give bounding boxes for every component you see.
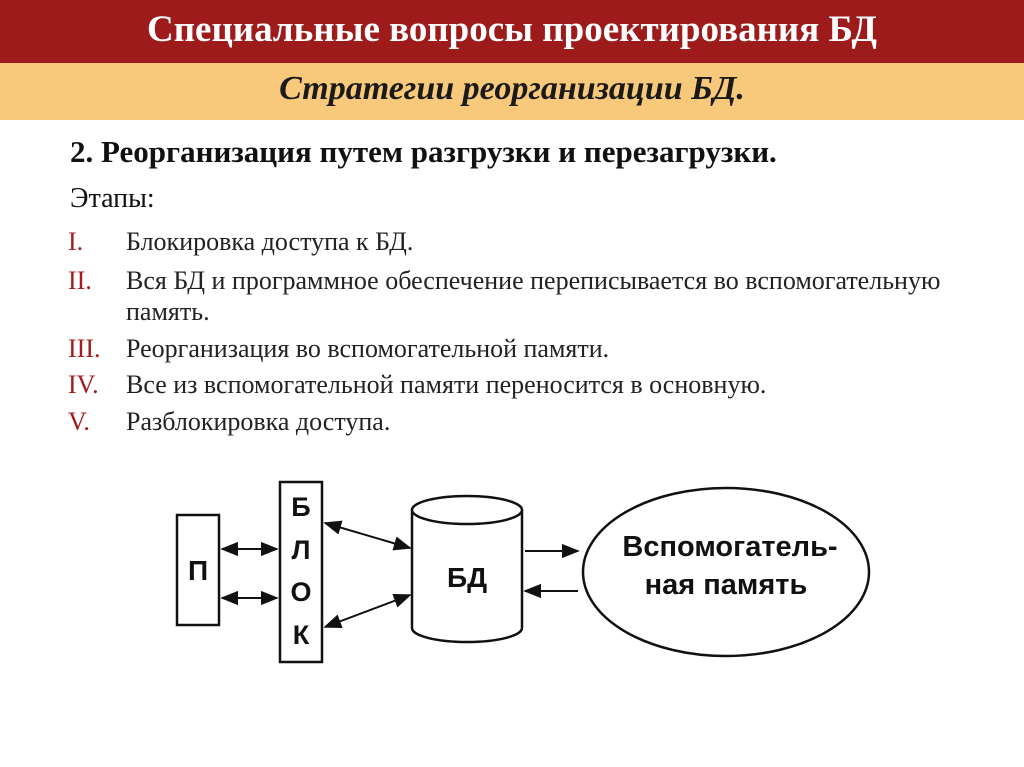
step-number: III. bbox=[68, 334, 101, 363]
step-number: II. bbox=[68, 266, 92, 295]
aux-memory-ellipse bbox=[581, 486, 871, 658]
title-band bbox=[0, 0, 1024, 63]
block-letter: Л bbox=[292, 535, 311, 565]
p-label: П bbox=[188, 555, 208, 586]
slide-subtitle: Стратегии реорганизации БД. bbox=[279, 70, 745, 107]
step-text: Разблокировка доступа. bbox=[126, 407, 391, 436]
block-letter: Б bbox=[291, 492, 310, 522]
db-label: БД bbox=[447, 562, 487, 593]
block-letter: К bbox=[293, 620, 310, 650]
step-number: I. bbox=[68, 227, 84, 256]
step-item: III. Реорганизация во вспомогательной па… bbox=[68, 333, 968, 364]
p-box bbox=[175, 513, 221, 627]
step-item: IV. Все из вспомогательной памяти перено… bbox=[68, 369, 968, 400]
subtitle-band bbox=[0, 63, 1024, 120]
step-text: Все из вспомогательной памяти переноситс… bbox=[126, 370, 767, 399]
step-number: IV. bbox=[68, 370, 99, 399]
step-text: Реорганизация во вспомогательной памяти. bbox=[126, 334, 610, 363]
aux-memory-label-1: Вспомогатель- bbox=[622, 531, 837, 563]
arrow-block-db-top bbox=[323, 520, 412, 551]
step-item: I. Блокировка доступа к БД. bbox=[68, 226, 968, 257]
block-letter: О bbox=[290, 577, 311, 607]
step-text: Вся БД и программное обеспечение перепис… bbox=[126, 266, 941, 326]
aux-memory-label-2: ная память bbox=[645, 569, 808, 601]
reorganization-diagram: П Б Л О К БД Вспомогатель- ная память bbox=[175, 480, 871, 664]
stages-label: Этапы: bbox=[70, 183, 155, 214]
arrow-block-db-bottom bbox=[323, 593, 412, 629]
slide-title: Специальные вопросы проектирования БД bbox=[147, 9, 877, 50]
block-box bbox=[278, 480, 324, 664]
steps-list: I. Блокировка доступа к БД. II. Вся БД и… bbox=[68, 226, 968, 437]
step-item: V. Разблокировка доступа. bbox=[68, 406, 968, 437]
section-heading: 2. Реорганизация путем разгрузки и перез… bbox=[70, 134, 777, 169]
step-text: Блокировка доступа к БД. bbox=[126, 227, 414, 256]
db-cylinder bbox=[410, 494, 524, 644]
step-item: II. Вся БД и программное обеспечение пер… bbox=[68, 265, 968, 327]
step-number: V. bbox=[68, 407, 90, 436]
